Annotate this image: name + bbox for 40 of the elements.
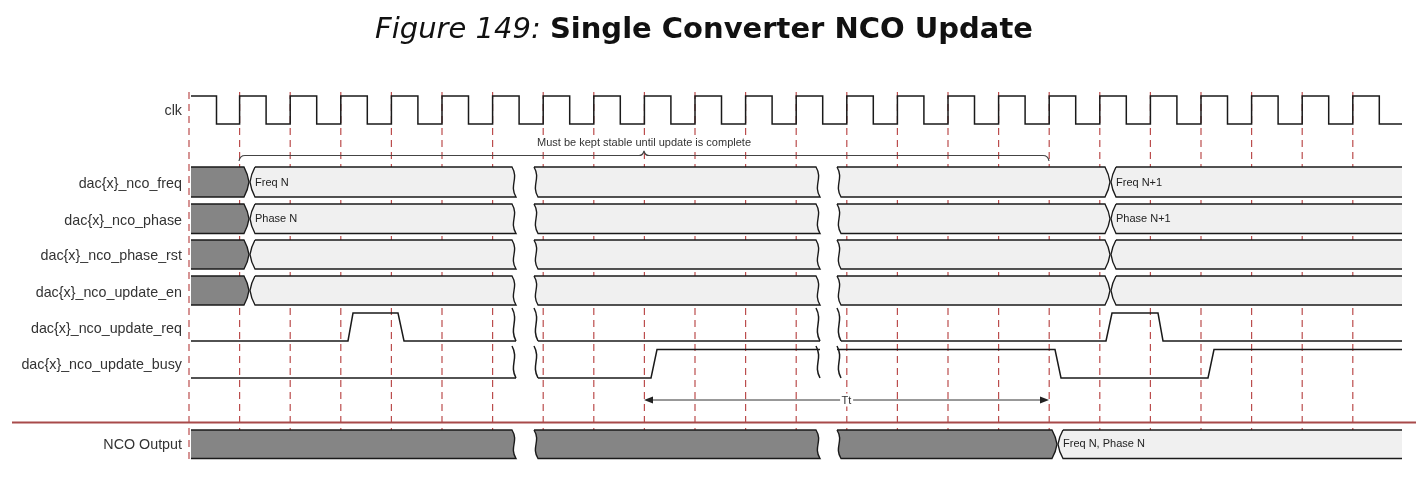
shaded-bus-segment xyxy=(190,202,250,234)
bus-value: Phase N+1 xyxy=(1116,211,1171,225)
signal-name: clk xyxy=(164,101,182,119)
bus-value: Freq N+1 xyxy=(1116,175,1163,189)
signal-name: dac{x}_nco_phase xyxy=(64,211,182,229)
annotation-text: Must be kept stable until update is complete xyxy=(535,135,753,149)
bus-segment xyxy=(835,166,1111,198)
bus-segment xyxy=(835,239,1111,270)
bus-segment xyxy=(1110,202,1403,234)
bus-segment xyxy=(1110,239,1403,270)
bus-value: Freq N xyxy=(255,175,289,189)
bus-segment xyxy=(1057,428,1403,459)
dimension-label: Tt xyxy=(839,393,854,407)
shaded-bus-segment xyxy=(190,239,250,270)
figure-title: Figure 149: Single Converter NCO Update xyxy=(375,11,1033,45)
bus-segment xyxy=(1110,166,1403,198)
bus-segment xyxy=(1110,275,1403,306)
bus-value: Freq N, Phase N xyxy=(1063,437,1145,451)
signal-name: dac{x}_nco_phase_rst xyxy=(40,246,182,264)
shaded-bus-segment xyxy=(190,166,250,198)
bus-segment xyxy=(249,239,518,270)
bus-segment xyxy=(532,202,822,234)
bus-segment xyxy=(532,239,822,270)
bus-segment xyxy=(835,202,1111,234)
shaded-bus-segment xyxy=(190,428,518,459)
bus-segment xyxy=(835,275,1111,306)
signal-name: dac{x}_nco_update_busy xyxy=(21,355,182,373)
bus-segment xyxy=(532,275,822,306)
signal-name: dac{x}_nco_freq xyxy=(78,174,182,192)
shaded-bus-segment xyxy=(190,275,250,306)
signal-name: dac{x}_nco_update_en xyxy=(35,283,182,301)
bus-segment xyxy=(249,166,518,198)
signal-name: NCO Output xyxy=(103,435,182,453)
bus-value: Phase N xyxy=(255,211,298,225)
bus-segment xyxy=(249,275,518,306)
bus-segment xyxy=(249,202,518,234)
signal-name: dac{x}_nco_update_req xyxy=(30,319,182,337)
shaded-bus-segment xyxy=(532,428,822,459)
shaded-bus-segment xyxy=(835,428,1058,459)
bus-segment xyxy=(532,166,822,198)
